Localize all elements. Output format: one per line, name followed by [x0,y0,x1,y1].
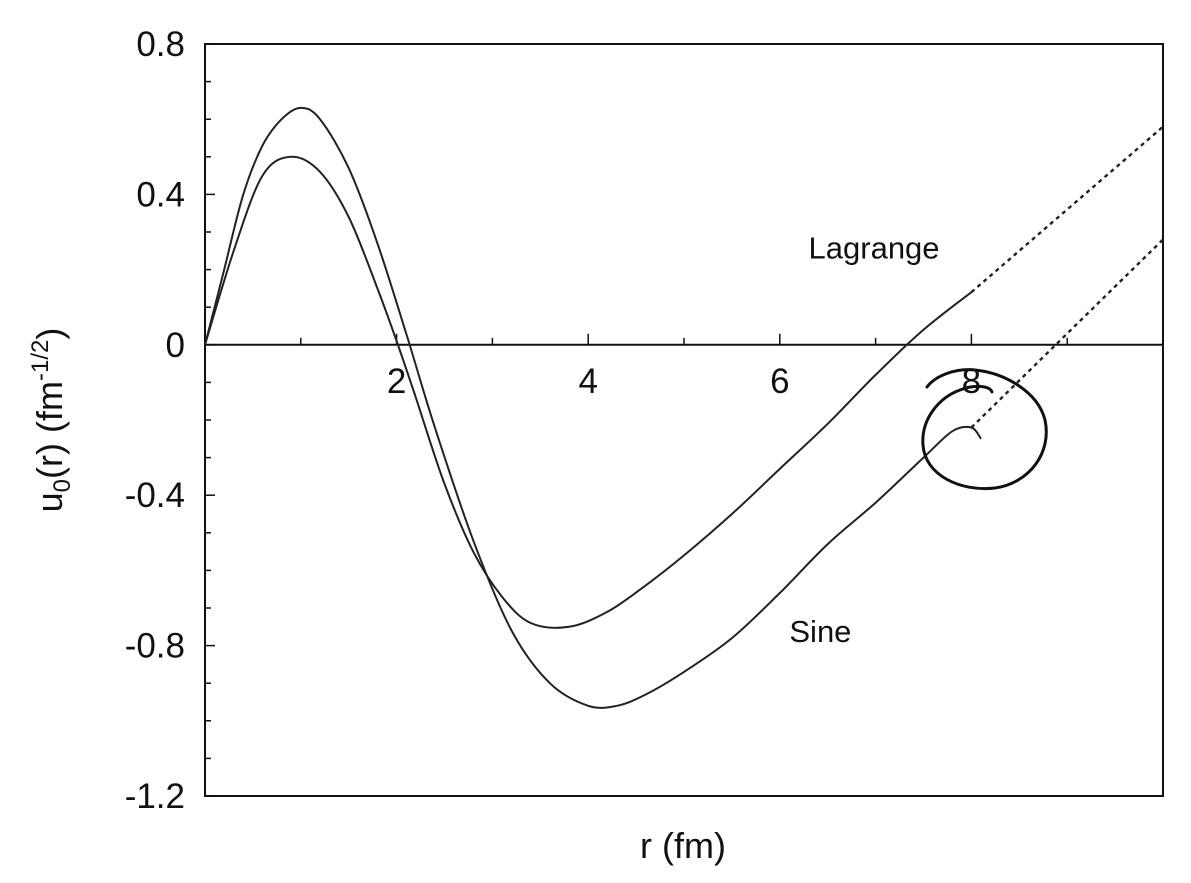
x-tick-label: 8 [962,362,981,401]
x-axis-title: r (fm) [640,825,726,866]
series-extrapolation-lagrange [970,125,1164,294]
series-line-lagrange [204,155,973,629]
series-label-sine: Sine [789,614,851,649]
y-tick-label: -0.4 [125,476,185,515]
series-extrapolation-sine [970,238,1164,429]
series-group [204,106,1164,709]
y-axis-title-subscript: 0 [49,479,76,492]
series-line-sine [204,106,982,709]
x-tick-label: 4 [578,362,597,401]
y-tick-label: 0.8 [136,25,185,64]
y-tick-label: -0.8 [125,627,185,666]
plot-frame [204,43,1164,797]
x-tick-label: 2 [387,362,406,401]
y-axis-title: u0(r) (fm-1/2) [27,328,76,513]
y-tick-label: -1.2 [125,777,185,816]
x-tick-label: 6 [770,362,789,401]
y-tick-label: 0 [166,326,185,365]
x-ticks: 2 4 6 8 [300,333,1068,401]
y-axis-title-rest: (r) (fm [29,381,70,479]
y-axis-title-superscript: -1/2 [27,340,54,381]
series-label-lagrange: Lagrange [809,230,940,265]
y-tick-label: 0.4 [136,175,185,214]
hand-drawn-circle [921,368,1048,491]
y-axis-title-main: u [29,492,70,512]
y-axis-title-close: ) [29,328,70,340]
y-ticks: 0.8 0.4 0 -0.4 -0.8 -1.2 [125,25,215,816]
